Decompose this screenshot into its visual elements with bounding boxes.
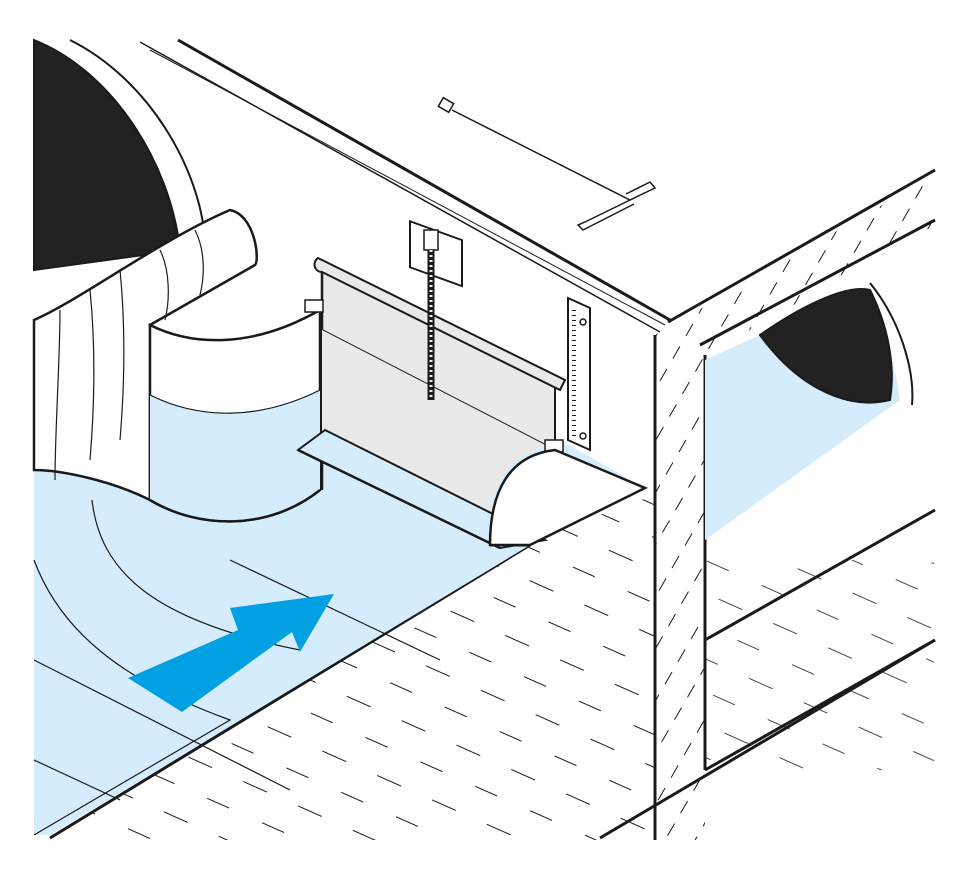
flow-direction-arrow-icon bbox=[128, 594, 334, 712]
outlet-pipe-right bbox=[704, 282, 936, 772]
inlet-pipe-opening bbox=[33, 38, 182, 272]
flow-streamline-5 bbox=[229, 559, 441, 661]
ground-hatch-area bbox=[50, 495, 655, 840]
corrugated-outline bbox=[32, 208, 258, 503]
probe-cable bbox=[451, 109, 657, 201]
outlet-pipe-opening bbox=[758, 288, 893, 404]
deck-right-edge bbox=[667, 168, 936, 324]
right-abutment-body bbox=[488, 448, 648, 547]
abutment-water-face bbox=[150, 390, 320, 522]
gate-guide-left bbox=[304, 299, 324, 313]
inlet-pipe-rim bbox=[69, 39, 206, 241]
corrugation-rib-3 bbox=[119, 269, 125, 441]
outlet-floor-hatch bbox=[706, 560, 934, 770]
deck-rail-line-inner bbox=[149, 49, 666, 326]
corrugation-rib-5 bbox=[194, 229, 204, 296]
rod-nut bbox=[423, 229, 439, 251]
sluice-gate bbox=[296, 256, 567, 550]
deck-rail-line bbox=[139, 41, 661, 333]
deck-edge-line bbox=[177, 38, 671, 322]
ground-cut-edge bbox=[49, 543, 531, 840]
gauge-bolt-bottom bbox=[579, 432, 587, 440]
corrugation-rib-2 bbox=[89, 289, 95, 461]
gate-bottom-edge bbox=[297, 448, 501, 550]
ground-section bbox=[49, 495, 936, 840]
probe-plug bbox=[437, 96, 455, 114]
corrugation-rib-1 bbox=[54, 309, 61, 481]
flow-streamline-4 bbox=[33, 759, 121, 801]
corrugation-rib-4 bbox=[159, 249, 169, 321]
right-abutment bbox=[488, 448, 648, 547]
left-abutment bbox=[148, 307, 322, 523]
gauge-board bbox=[567, 296, 591, 452]
gate-lifting-mechanism bbox=[409, 219, 463, 400]
staff-gauge bbox=[567, 296, 591, 452]
sensor-probe bbox=[437, 96, 657, 231]
gauge-bolt-top bbox=[579, 318, 587, 326]
gate-lower-plate bbox=[322, 330, 555, 545]
gate-roller-top bbox=[313, 256, 567, 392]
probe-hook bbox=[576, 199, 635, 231]
flow-streamline-3 bbox=[33, 659, 291, 791]
ground-cut-edge-lower bbox=[599, 638, 936, 840]
corrugated-wall bbox=[32, 208, 258, 503]
abutment-waterline bbox=[149, 389, 321, 414]
abutment-bottom bbox=[149, 489, 321, 523]
outlet-pipe-rim bbox=[869, 282, 914, 406]
flow-streamline-1 bbox=[33, 559, 232, 836]
flow-arrow-shape bbox=[128, 594, 334, 712]
